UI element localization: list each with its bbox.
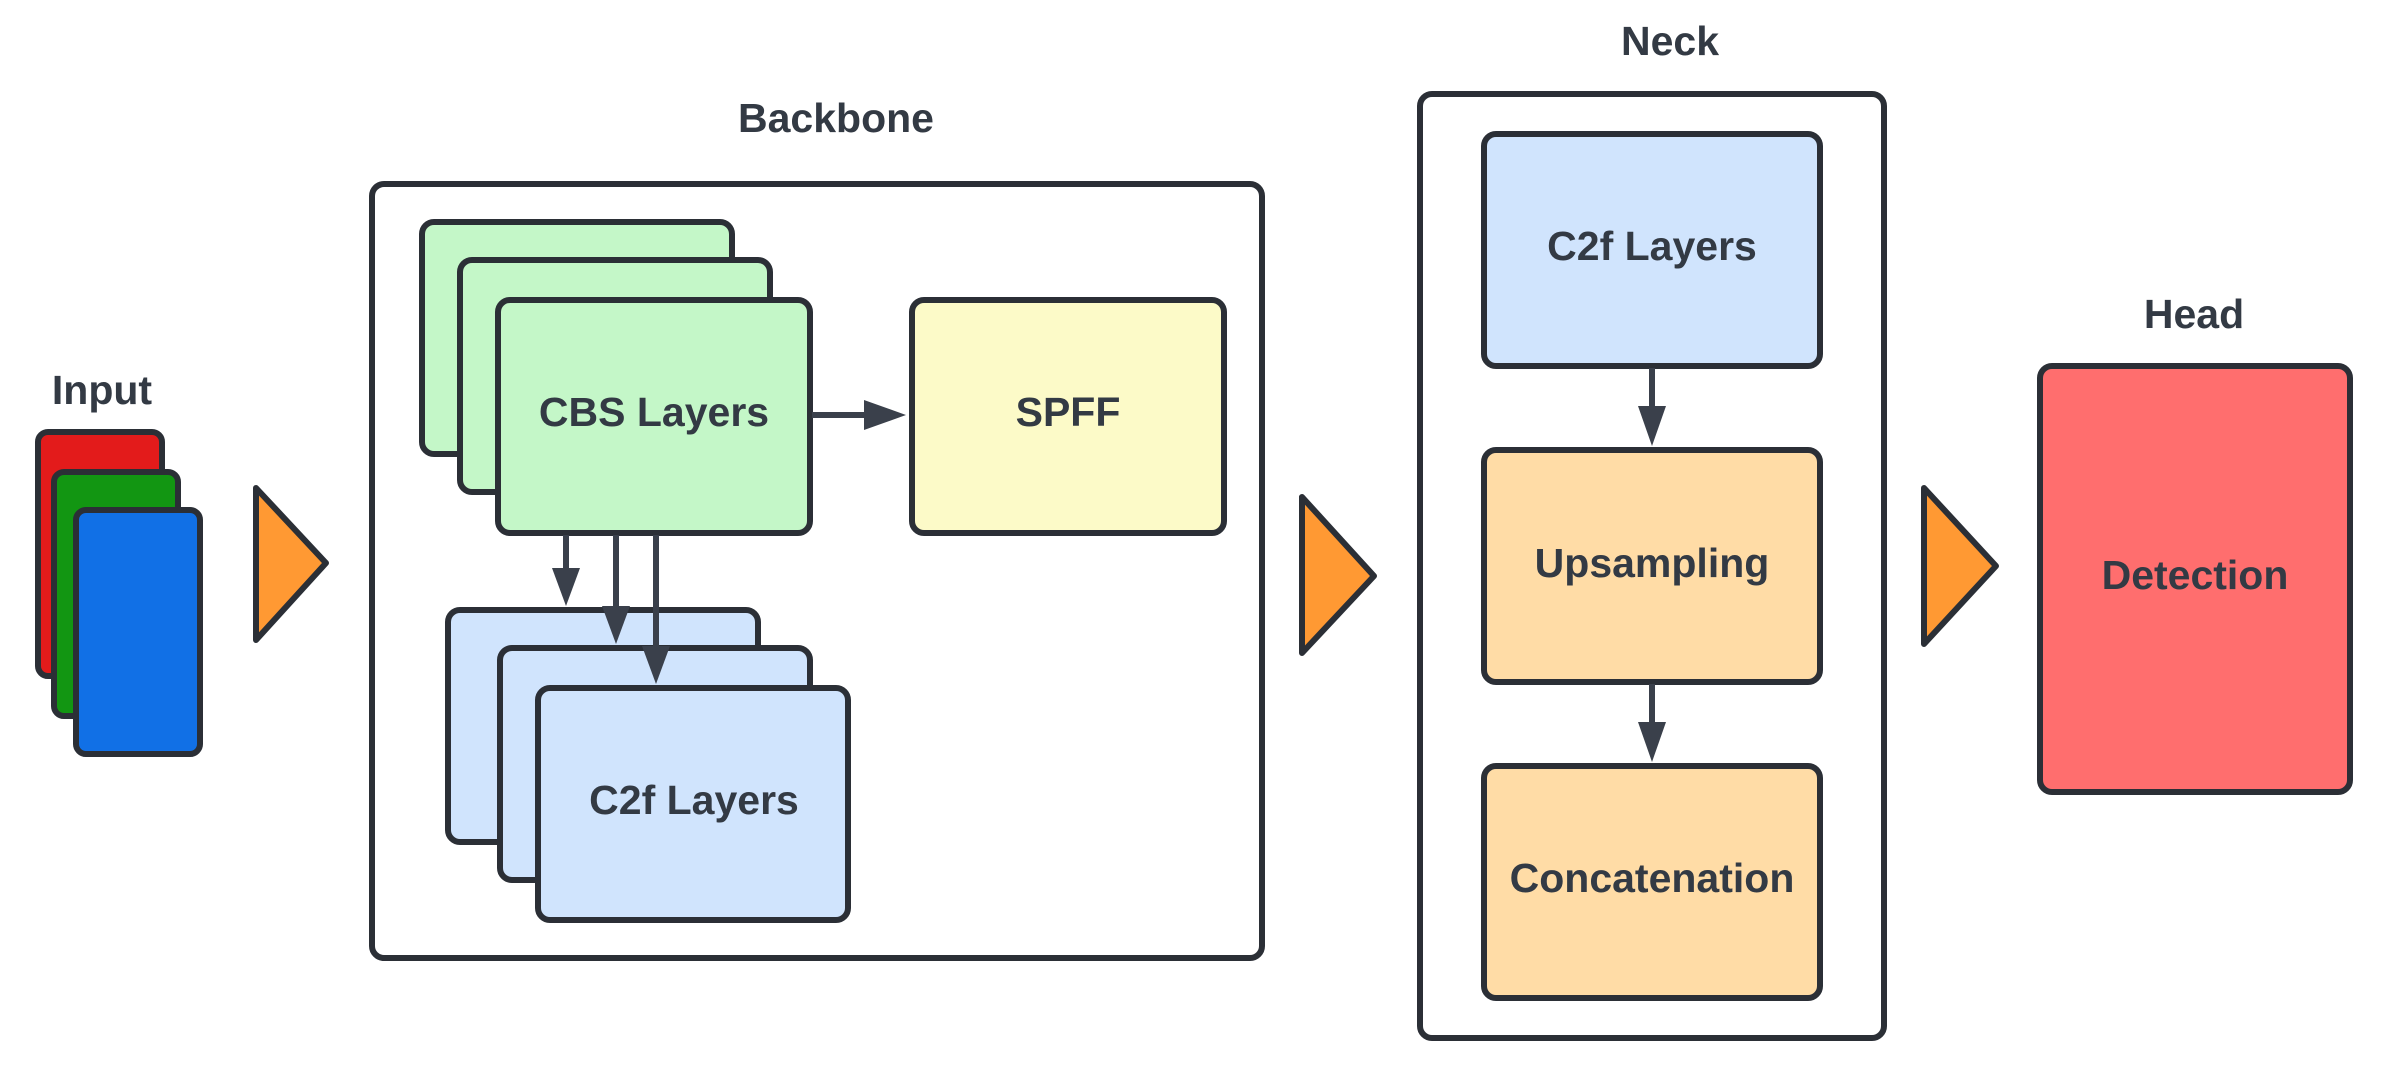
neck-c2f-box xyxy=(1481,131,1823,369)
input-image-stack xyxy=(35,429,203,757)
input-channel-blue xyxy=(73,507,203,757)
cbs-layer-stack: CBS Layers xyxy=(419,219,813,536)
spff-block: SPFF xyxy=(909,297,1227,536)
backbone-c2f-label: C2f Layers xyxy=(589,777,799,823)
spff-box xyxy=(909,297,1227,536)
arrow-c2f-to-upsampling xyxy=(1638,368,1666,446)
neck-concatenation-block: Concatenation xyxy=(1481,763,1823,1001)
concatenation-box xyxy=(1481,763,1823,1001)
arrow-upsampling-to-concatenation xyxy=(1638,684,1666,762)
backbone-c2f-front xyxy=(535,685,851,923)
spff-label: SPFF xyxy=(1016,389,1121,435)
concatenation-label: Concatenation xyxy=(1510,855,1795,901)
neck-title: Neck xyxy=(1621,18,1719,64)
cbs-layers-label: CBS Layers xyxy=(539,389,769,435)
backbone-c2f-stack: C2f Layers xyxy=(445,607,851,923)
neck-c2f-block: C2f Layers xyxy=(1481,131,1823,369)
cbs-layer-front xyxy=(495,297,813,536)
input-title: Input xyxy=(52,367,153,413)
upsampling-label: Upsampling xyxy=(1535,540,1770,586)
neck-upsampling-block: Upsampling xyxy=(1481,447,1823,685)
flow-arrow-icon xyxy=(253,485,329,643)
backbone-title: Backbone xyxy=(738,95,934,141)
upsampling-box xyxy=(1481,447,1823,685)
detection-box xyxy=(2037,363,2353,795)
head-title: Head xyxy=(2144,291,2244,337)
flow-arrow-icon xyxy=(1299,494,1377,656)
neck-c2f-label: C2f Layers xyxy=(1547,223,1757,269)
detection-label: Detection xyxy=(2102,552,2289,598)
detection-block: Detection xyxy=(2037,363,2353,795)
arrows-cbs-to-c2f xyxy=(552,535,670,684)
flow-arrow-icon xyxy=(1921,485,1999,647)
arrow-cbs-to-spff xyxy=(812,400,906,430)
